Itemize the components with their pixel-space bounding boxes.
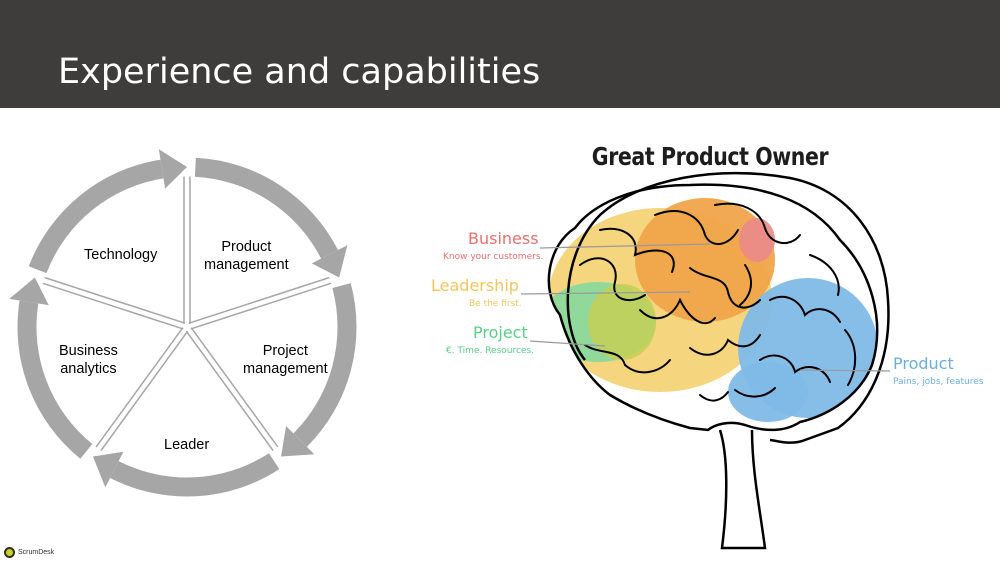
segment-label-project-management: Project management	[243, 343, 328, 377]
segment-divider-line	[190, 327, 279, 448]
cycle-arrow-right-head	[281, 426, 315, 457]
callout-lines	[520, 243, 891, 372]
segment-divider-line	[100, 330, 189, 451]
brain-outline	[547, 183, 879, 432]
business-area	[635, 198, 775, 322]
cycle-arrow-top-right-body	[194, 157, 339, 259]
logo-text: ScrumDesk	[18, 548, 55, 556]
segment-divider-line	[188, 276, 330, 324]
area-label-project: Project	[473, 323, 528, 342]
segment-divider-line	[95, 327, 184, 448]
cycle-arrow-bottom-head	[92, 451, 124, 488]
area-label-leadership: Leadership	[431, 276, 519, 295]
cycle-arrow-top-left-head	[158, 149, 187, 189]
scrumdesk-logo: ScrumDesk	[4, 544, 54, 560]
area-desc-project: €. Time. Resources.	[446, 346, 535, 356]
area-desc-product: Pains, jobs, features	[893, 377, 984, 387]
brain-diagram	[520, 171, 891, 550]
product-lower-area	[728, 362, 808, 422]
segment-divider-line	[190, 282, 332, 330]
slide-content: Technology Product management Project ma…	[0, 108, 1000, 563]
segment-divider-line	[42, 282, 184, 330]
segment-label-leader: Leader	[164, 437, 210, 453]
brain-gyri	[579, 202, 857, 402]
area-label-business: Business	[468, 229, 539, 248]
head-outline	[566, 171, 890, 444]
segment-label-business-analytics: Business analytics	[59, 343, 118, 377]
segment-dividers	[42, 176, 332, 451]
cycle-arrow-top-right-head	[311, 245, 348, 278]
brain-stem	[718, 429, 767, 550]
cycle-arrow-top-left-body	[28, 159, 164, 274]
area-label-product: Product	[893, 354, 954, 373]
cycle-arrow-right-body	[293, 283, 357, 447]
diagram-canvas	[9, 149, 891, 550]
cycle-arrow-bottom-body	[110, 453, 280, 497]
segment-label-technology: Technology	[84, 247, 158, 263]
cycle-arrow-left-head	[9, 277, 49, 306]
cycle-arrow-left-body	[17, 300, 93, 459]
scrumdesk-logo-icon	[4, 546, 15, 558]
area-desc-leadership: Be the first.	[469, 299, 522, 309]
brain-title: Great Product Owner	[591, 142, 829, 171]
business-tip-area	[739, 218, 775, 262]
segment-divider-line	[185, 330, 274, 451]
cycle-diagram	[9, 149, 357, 497]
project-leadership-overlap	[588, 284, 656, 360]
segment-divider-line	[44, 276, 186, 324]
slide-title: Experience and capabilities	[58, 52, 541, 92]
area-desc-business: Know your customers.	[443, 252, 544, 262]
slide-header	[0, 0, 1000, 108]
segment-label-product-management: Product management	[204, 239, 289, 273]
cycle-ring	[9, 149, 357, 497]
